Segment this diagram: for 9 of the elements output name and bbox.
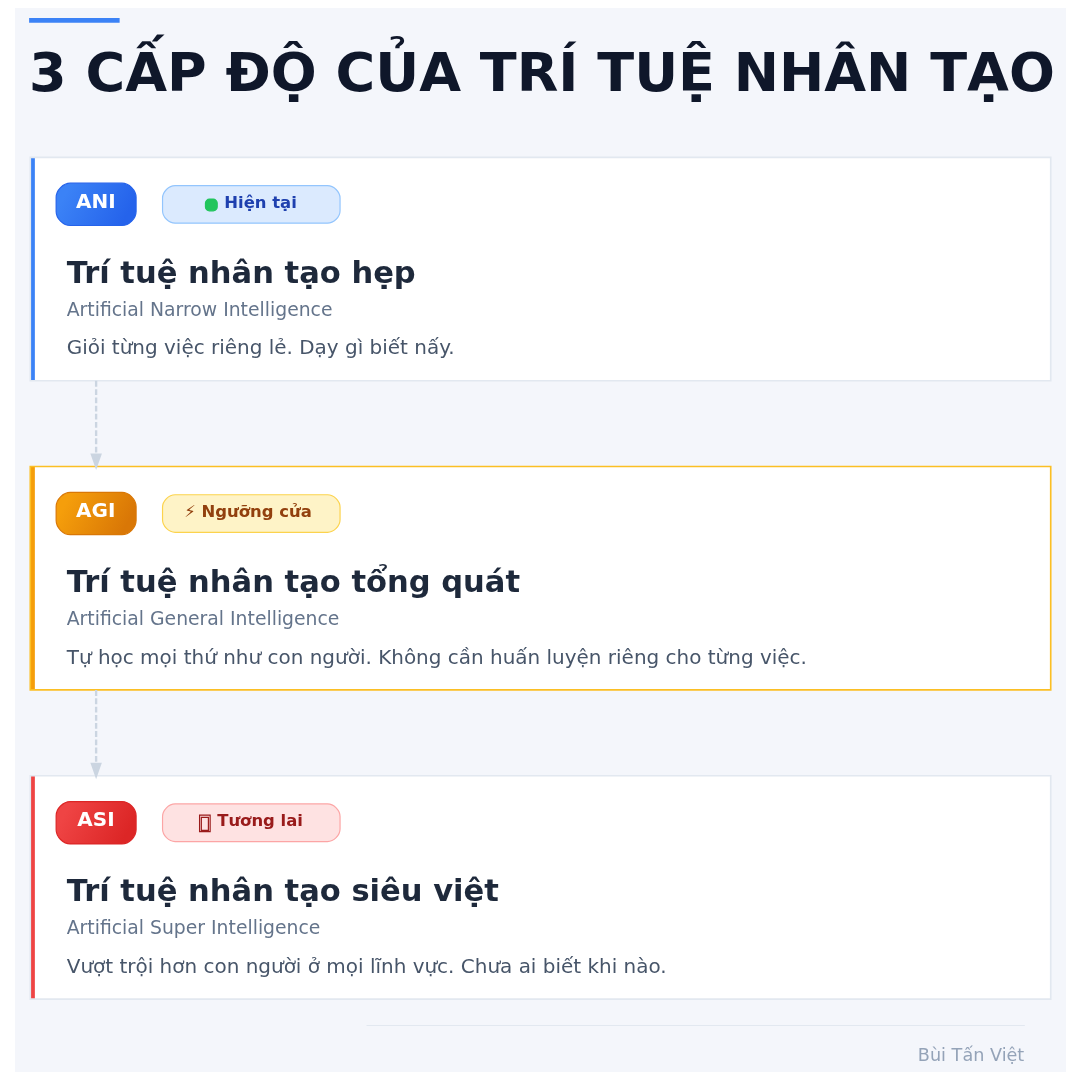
arrow <box>89 689 102 780</box>
node-box: Tương lai <box>161 803 341 843</box>
node-box: ⚡ Ngưỡng cửa <box>161 494 341 533</box>
node-box: ASI <box>55 801 137 845</box>
node-box: Hiện tại <box>161 184 341 224</box>
arrow <box>89 380 102 471</box>
node-box: ANI <box>55 182 137 227</box>
label: Bùi Tấn Việt <box>917 1045 1024 1066</box>
node-box: AGI <box>55 491 137 536</box>
